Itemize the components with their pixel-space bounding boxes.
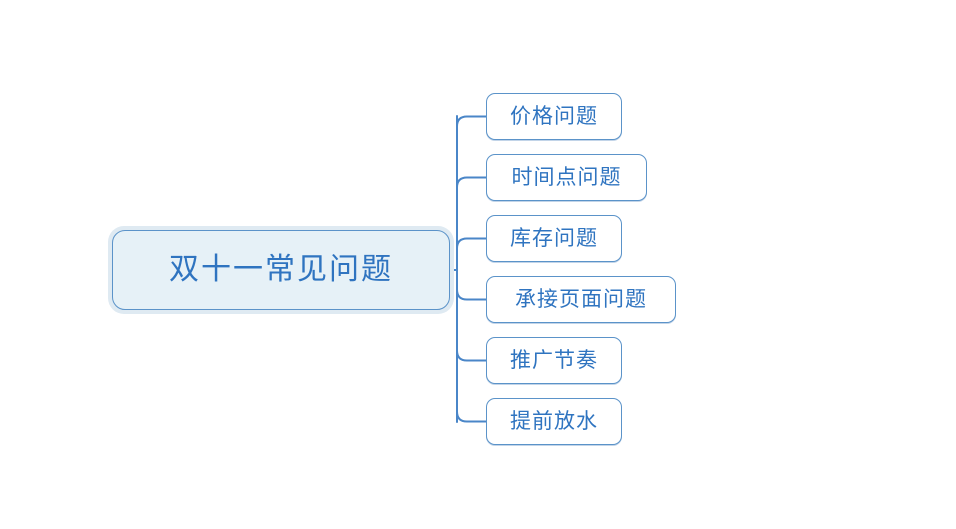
child-node-5[interactable]: 提前放水 (486, 398, 622, 445)
child-node-label-4: 推广节奏 (510, 348, 598, 372)
child-node-0[interactable]: 价格问题 (486, 93, 622, 140)
connector (456, 115, 487, 128)
connector (456, 349, 487, 362)
child-node-1[interactable]: 时间点问题 (486, 154, 647, 201)
connector (456, 288, 487, 301)
root-node-label: 双十一常见问题 (169, 253, 393, 286)
connector (456, 237, 487, 250)
child-node-label-5: 提前放水 (510, 409, 598, 433)
connector (456, 410, 487, 423)
root-node[interactable]: 双十一常见问题 (108, 226, 454, 314)
child-node-3[interactable]: 承接页面问题 (486, 276, 676, 323)
child-node-label-2: 库存问题 (510, 226, 598, 250)
connector (456, 176, 487, 189)
child-node-label-0: 价格问题 (510, 104, 598, 128)
child-node-label-1: 时间点问题 (511, 165, 622, 189)
child-node-4[interactable]: 推广节奏 (486, 337, 622, 384)
root-node-body: 双十一常见问题 (112, 230, 450, 310)
child-node-2[interactable]: 库存问题 (486, 215, 622, 262)
child-node-label-3: 承接页面问题 (515, 287, 647, 311)
